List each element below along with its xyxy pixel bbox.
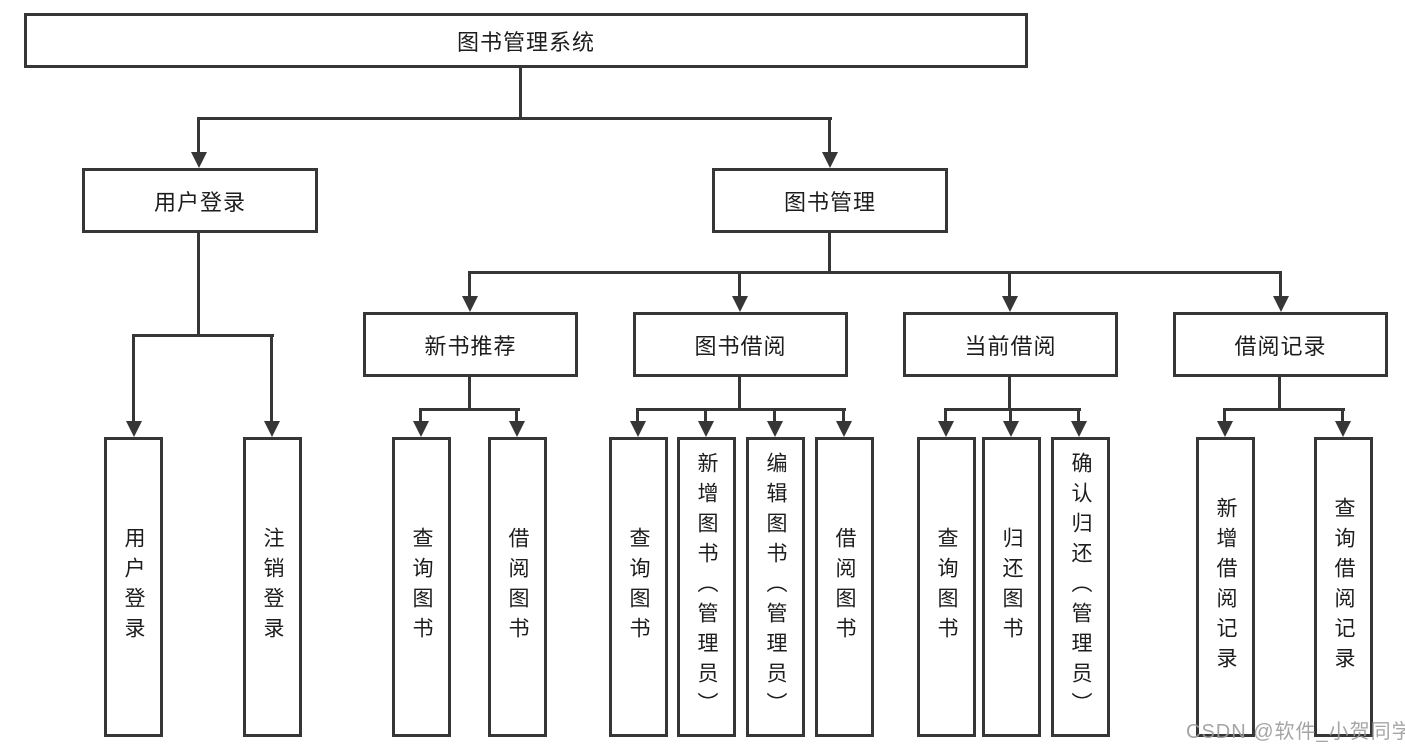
arrow-down-icon (1279, 271, 1282, 296)
arrow-down-icon (1009, 408, 1012, 421)
leaf-query-books-borrowing: 查询图书 (609, 437, 668, 737)
arrow-down-icon (1008, 271, 1011, 296)
arrow-down-icon (828, 117, 831, 152)
arrow-down-icon (1341, 408, 1344, 421)
leaf-confirm-return-admin-label: 确认归还（管理员） (1069, 452, 1092, 722)
node-borrowing-records-label: 借阅记录 (1234, 333, 1327, 359)
leaf-user-login: 用户登录 (104, 437, 163, 737)
arrow-down-icon (944, 408, 947, 421)
connector-line (419, 408, 520, 411)
node-book-management: 图书管理 (712, 168, 948, 233)
connector-line (1008, 377, 1011, 411)
arrow-down-icon (842, 408, 845, 421)
connector-line (468, 377, 471, 411)
connector-line (197, 233, 200, 336)
leaf-user-login-label: 用户登录 (122, 527, 145, 647)
leaf-query-books-borrowing-label: 查询图书 (627, 527, 650, 647)
connector-line (636, 408, 846, 411)
csdn-watermark: CSDN @软件_小贺同学 (1186, 721, 1405, 743)
leaf-query-books-current: 查询图书 (917, 437, 976, 737)
node-user-login-label: 用户登录 (153, 189, 246, 215)
leaf-query-books-recommend-label: 查询图书 (410, 527, 433, 647)
connector-line (198, 117, 832, 120)
arrow-down-icon (468, 271, 471, 296)
arrow-down-icon (773, 408, 776, 421)
leaf-add-borrow-record-label: 新增借阅记录 (1214, 497, 1237, 677)
leaf-add-borrow-record: 新增借阅记录 (1196, 437, 1255, 737)
arrow-down-icon (738, 271, 741, 296)
arrow-down-icon (270, 334, 273, 421)
leaf-query-books-recommend: 查询图书 (392, 437, 451, 737)
arrow-down-icon (636, 408, 639, 421)
node-book-management-label: 图书管理 (783, 189, 876, 215)
leaf-query-borrow-record: 查询借阅记录 (1314, 437, 1373, 737)
node-borrowing-records: 借阅记录 (1173, 312, 1388, 377)
leaf-logout-label: 注销登录 (261, 527, 284, 647)
leaf-query-borrow-record-label: 查询借阅记录 (1332, 497, 1355, 677)
arrow-down-icon (704, 408, 707, 421)
arrow-down-icon (132, 334, 135, 421)
leaf-edit-books-admin: 编辑图书（管理员） (746, 437, 805, 737)
connector-line (944, 408, 1081, 411)
node-new-book-recommendation-label: 新书推荐 (424, 333, 517, 359)
leaf-edit-books-admin-label: 编辑图书（管理员） (764, 452, 787, 722)
leaf-borrow-books-recommend-label: 借阅图书 (506, 527, 529, 647)
connector-line (132, 334, 274, 337)
arrow-down-icon (515, 408, 518, 421)
leaf-query-books-current-label: 查询图书 (935, 527, 958, 647)
leaf-logout: 注销登录 (243, 437, 302, 737)
leaf-borrow-books: 借阅图书 (815, 437, 874, 737)
connector-line (738, 377, 741, 411)
node-current-borrowing-label: 当前借阅 (964, 333, 1057, 359)
arrow-down-icon (1223, 408, 1226, 421)
node-book-borrowing: 图书借阅 (633, 312, 848, 377)
leaf-borrow-books-label: 借阅图书 (833, 527, 856, 647)
leaf-confirm-return-admin: 确认归还（管理员） (1051, 437, 1110, 737)
connector-line (468, 271, 1282, 274)
connector-line (1278, 377, 1281, 411)
leaf-add-books-admin-label: 新增图书（管理员） (695, 452, 718, 722)
node-current-borrowing: 当前借阅 (903, 312, 1118, 377)
connector-line (1223, 408, 1345, 411)
leaf-return-books: 归还图书 (982, 437, 1041, 737)
connector-line (519, 68, 522, 118)
connector-line (828, 233, 831, 273)
arrow-down-icon (1077, 408, 1080, 421)
node-new-book-recommendation: 新书推荐 (363, 312, 578, 377)
leaf-return-books-label: 归还图书 (1000, 527, 1023, 647)
leaf-add-books-admin: 新增图书（管理员） (677, 437, 736, 737)
node-library-system: 图书管理系统 (24, 13, 1028, 68)
node-book-borrowing-label: 图书借阅 (694, 333, 787, 359)
leaf-borrow-books-recommend: 借阅图书 (488, 437, 547, 737)
arrow-down-icon (419, 408, 422, 421)
node-user-login: 用户登录 (82, 168, 318, 233)
node-library-system-label: 图书管理系统 (456, 29, 595, 55)
arrow-down-icon (197, 117, 200, 152)
